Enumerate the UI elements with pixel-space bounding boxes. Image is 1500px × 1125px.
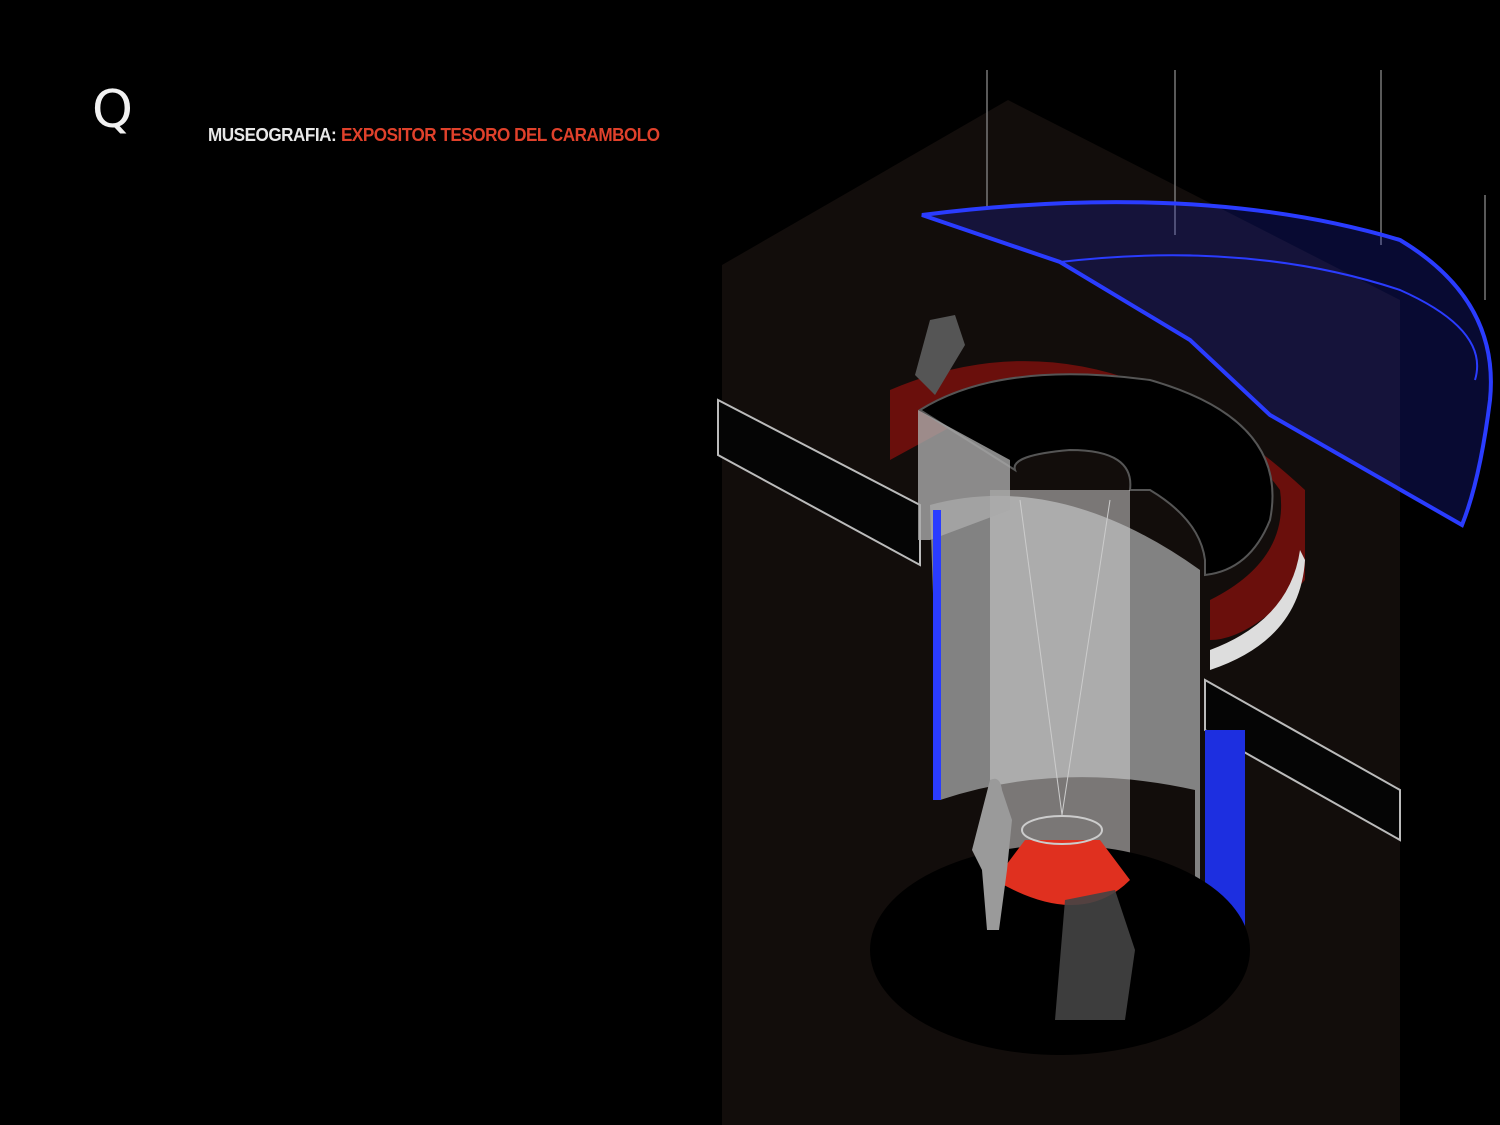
floor-disc (870, 845, 1250, 1055)
title-prefix: MUSEOGRAFIA: (208, 125, 337, 145)
person-figure (972, 778, 1012, 930)
brand-logo: Q (92, 80, 133, 140)
treasure-vessel (995, 840, 1130, 905)
light-curtain (990, 490, 1130, 870)
beams (717, 398, 1401, 842)
top-ring (918, 373, 1274, 577)
title-subject: EXPOSITOR TESORO DEL CARAMBOLO (341, 125, 660, 145)
blue-light-left (933, 510, 941, 800)
page-title: MUSEOGRAFIA:EXPOSITOR TESORO DEL CARAMBO… (208, 125, 660, 146)
blue-canopy (921, 200, 1493, 528)
hanging-wires (986, 70, 1486, 300)
